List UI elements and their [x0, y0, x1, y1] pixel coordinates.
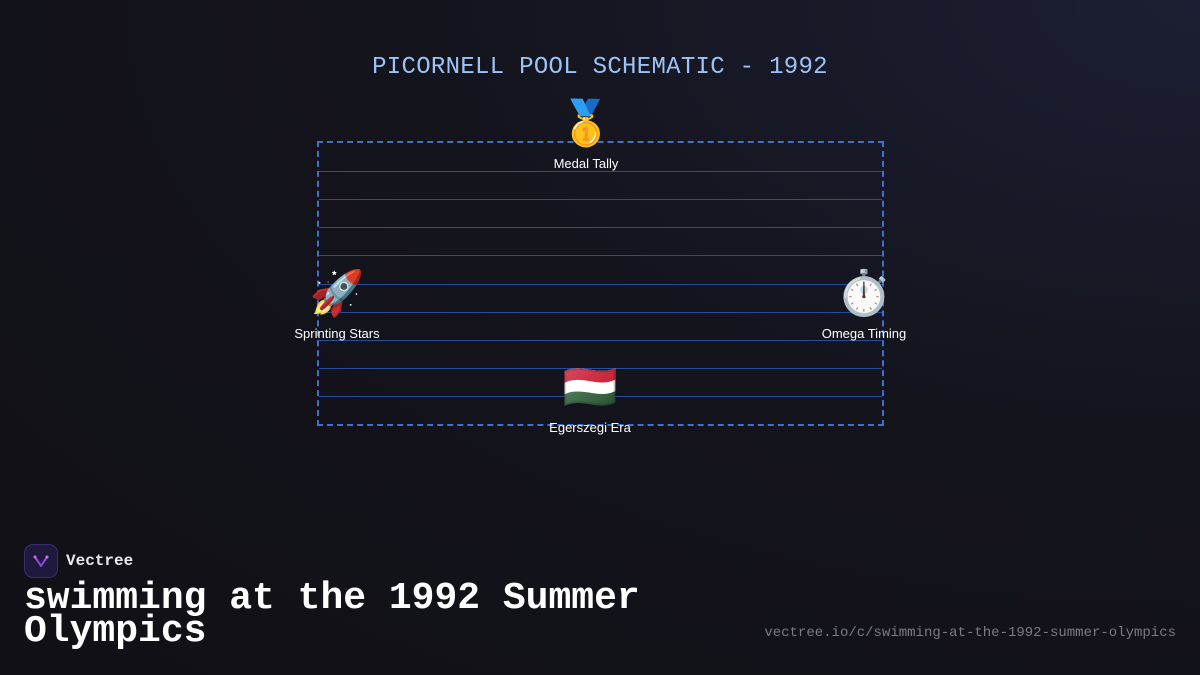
lane-line [319, 311, 882, 313]
rocket-icon: 🚀 [309, 268, 365, 319]
node-label: Medal Tally [553, 156, 619, 171]
node-medal-tally: 🥇 Medal Tally [506, 100, 666, 173]
lane-line [319, 171, 882, 173]
pool-outline [317, 141, 884, 426]
lane-line [319, 255, 882, 257]
lane-line [319, 367, 882, 369]
lane-line [319, 199, 882, 201]
lane-line [319, 395, 882, 397]
vectree-logo-icon [24, 544, 58, 578]
page-headline: swimming at the 1992 Summer Olympics [24, 577, 640, 653]
stopwatch-icon: ⏱️ [836, 268, 892, 319]
node-sprinting-stars: 🚀 Sprinting Stars [257, 270, 417, 343]
hungary-flag-icon: 🇭🇺 [562, 362, 618, 413]
node-label: Sprinting Stars [294, 326, 380, 341]
diagram-title: PICORNELL POOL SCHEMATIC - 1992 [372, 54, 828, 81]
node-label: Egerszegi Era [549, 420, 631, 435]
lane-line [319, 283, 882, 285]
brand-name: Vectree [66, 552, 134, 570]
node-label: Omega Timing [821, 326, 907, 341]
medal-icon: 🥇 [558, 98, 614, 149]
lane-line [319, 227, 882, 229]
node-omega-timing: ⏱️ Omega Timing [784, 270, 944, 343]
lane-line [319, 339, 882, 341]
source-url[interactable]: vectree.io/c/swimming-at-the-1992-summer… [764, 625, 1176, 641]
brand: Vectree [24, 544, 133, 578]
node-egerszegi-era: 🇭🇺 Egerszegi Era [510, 364, 670, 437]
